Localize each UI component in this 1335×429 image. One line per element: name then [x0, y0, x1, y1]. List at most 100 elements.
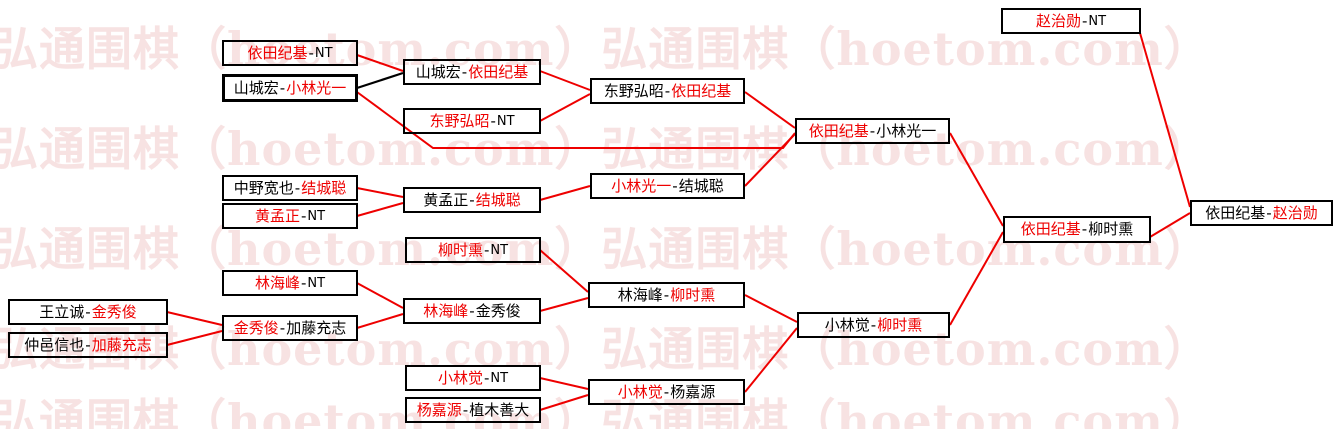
watermark-text: 弘通围棋（hoetom.com）弘通围棋（hoetom.com）: [0, 322, 1211, 376]
player-left: 林海峰: [617, 285, 663, 304]
player-left: 赵治勋: [1035, 11, 1081, 30]
player-right: NT: [307, 208, 326, 224]
player-left: 依田纪基: [808, 121, 869, 140]
vs-separator: -: [469, 301, 475, 320]
vs-separator: -: [870, 315, 877, 334]
player-right: 柳时熏: [1088, 220, 1134, 238]
match-box-m12[interactable]: 东野弘昭-NT: [403, 108, 541, 134]
connector-m14-m24: [539, 249, 589, 293]
match-box-m25[interactable]: 小林觉-杨嘉源: [588, 379, 745, 405]
match-box-m02[interactable]: 山城宏-小林光一: [222, 74, 358, 102]
vs-separator: -: [490, 111, 496, 130]
connector-m06-m16: [166, 330, 223, 346]
player-left: 小林觉: [824, 315, 870, 334]
match-box-m17[interactable]: 小林觉-NT: [405, 365, 541, 391]
player-right: NT: [496, 113, 515, 129]
connector-m22-m31: [744, 133, 796, 187]
match-box-m14[interactable]: 柳时熏-NT: [405, 237, 541, 263]
match-box-m07[interactable]: 赵治勋-NT: [1001, 8, 1141, 34]
match-box-m16[interactable]: 金秀俊-加藤充志: [222, 315, 358, 341]
vs-separator: -: [663, 285, 670, 304]
vs-separator: -: [308, 43, 314, 62]
connector-m15-m23: [356, 282, 404, 309]
connector-m03-m13: [356, 187, 404, 198]
vs-separator: -: [1081, 220, 1088, 238]
vs-separator: -: [869, 121, 876, 140]
player-left: 山城宏: [233, 78, 279, 97]
vs-separator: -: [294, 178, 301, 197]
vs-separator: -: [469, 190, 475, 209]
player-right: 加藤充志: [91, 335, 152, 354]
player-left: 依田纪基: [1205, 203, 1266, 222]
vs-separator: -: [85, 302, 91, 321]
match-box-m06[interactable]: 仲邑信也-加藤充志: [8, 332, 168, 358]
player-left: 依田纪基: [1020, 220, 1081, 238]
vs-separator: -: [663, 382, 670, 401]
match-box-m13[interactable]: 黄孟正-结城聪: [403, 187, 541, 213]
player-left: 东野弘昭: [429, 111, 490, 130]
match-box-m33[interactable]: 依田纪基-柳时熏: [1003, 216, 1151, 243]
match-box-m31[interactable]: 依田纪基-小林光一: [795, 118, 950, 144]
match-box-m23[interactable]: 林海峰-金秀俊: [403, 298, 541, 324]
player-left: 黄孟正: [254, 206, 300, 225]
player-right: 结城聪: [301, 178, 347, 197]
vs-separator: -: [462, 400, 469, 419]
player-right: 柳时熏: [877, 315, 923, 334]
player-left: 柳时熏: [437, 240, 483, 259]
player-right: 加藤充志: [286, 318, 347, 337]
vs-separator: -: [1081, 11, 1088, 30]
vs-separator: -: [461, 62, 468, 81]
connector-m17-m25: [539, 377, 589, 390]
player-left: 山城宏: [415, 62, 461, 81]
match-box-m05[interactable]: 王立诚-金秀俊: [8, 299, 168, 325]
vs-separator: -: [483, 368, 490, 387]
watermark-text: 弘通围棋（hoetom.com）弘通围棋（hoetom.com）: [0, 122, 1211, 176]
connector-m16-m23: [356, 313, 404, 329]
connector-m11-m21: [539, 70, 591, 91]
match-box-final[interactable]: 依田纪基-赵治勋: [1190, 200, 1333, 226]
player-right: 小林光一: [286, 78, 347, 97]
player-right: NT: [314, 45, 333, 61]
match-box-m15[interactable]: 林海峰-NT: [222, 270, 358, 296]
player-left: 林海峰: [423, 301, 469, 320]
player-right: 依田纪基: [468, 62, 529, 81]
player-right: NT: [307, 275, 326, 291]
player-right: 结城聪: [678, 176, 724, 195]
match-box-m32[interactable]: 小林觉-柳时熏: [797, 312, 950, 338]
player-right: NT: [1088, 13, 1107, 29]
connector-m18-m25: [539, 394, 589, 411]
connector-m32-m33: [949, 231, 1004, 326]
match-box-m04[interactable]: 黄孟正-NT: [222, 203, 358, 229]
match-box-m11[interactable]: 山城宏-依田纪基: [403, 59, 541, 85]
player-left: 小林光一: [611, 176, 672, 195]
connector-m12-m21: [539, 93, 591, 122]
match-box-m18[interactable]: 杨嘉源-植木善大: [405, 397, 541, 423]
player-left: 小林觉: [617, 382, 663, 401]
player-left: 林海峰: [254, 273, 300, 292]
player-right: 柳时熏: [670, 285, 716, 304]
match-box-m22[interactable]: 小林光一-结城聪: [590, 173, 745, 199]
connector-m33-m41: [1149, 212, 1191, 238]
player-left: 黄孟正: [423, 190, 469, 209]
player-left: 王立诚: [39, 302, 85, 321]
match-box-m03[interactable]: 中野宽也-结城聪: [222, 175, 358, 201]
connector-m23-m24: [539, 297, 589, 312]
vs-separator: -: [664, 81, 671, 100]
match-box-m01[interactable]: 依田纪基-NT: [222, 40, 358, 66]
connector-m02-m11: [356, 71, 404, 90]
match-box-m24[interactable]: 林海峰-柳时熏: [588, 282, 745, 308]
vs-separator: -: [1266, 203, 1272, 222]
vs-separator: -: [279, 78, 286, 97]
connector-m21-m31: [744, 91, 796, 129]
match-box-m21[interactable]: 东野弘昭-依田纪基: [590, 78, 745, 104]
player-right: 金秀俊: [475, 301, 521, 320]
vs-separator: -: [300, 273, 307, 292]
player-right: NT: [490, 370, 509, 386]
connector-m04-m13: [356, 202, 404, 217]
player-left: 金秀俊: [233, 318, 279, 337]
connector-m31-m33: [949, 132, 1004, 227]
player-right: NT: [490, 242, 509, 258]
